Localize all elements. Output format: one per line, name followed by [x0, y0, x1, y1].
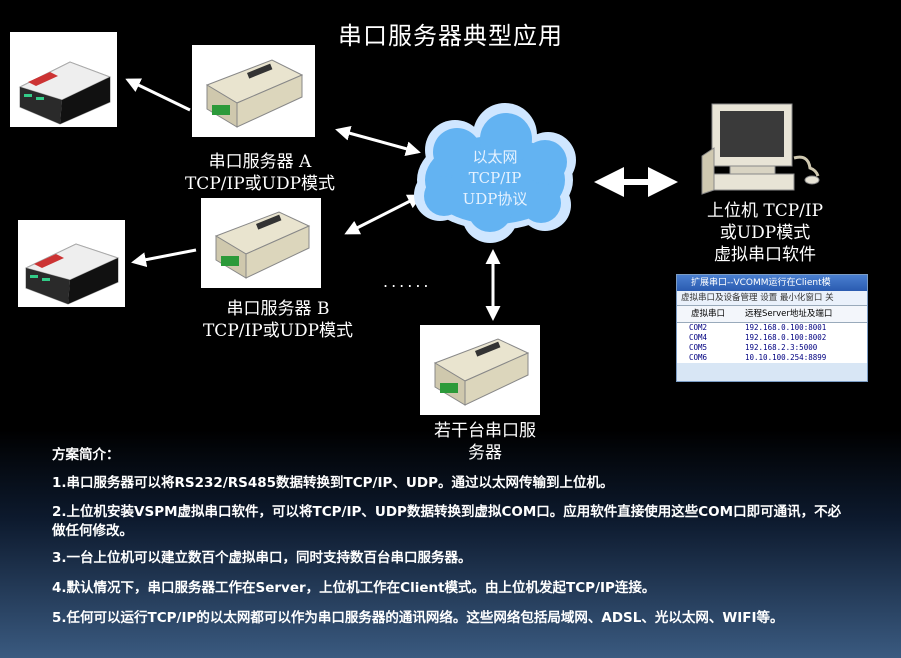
host-computer-icon [700, 96, 828, 196]
vspm-software-window: 扩展串口--VCOMM运行在Client模 虚拟串口及设备管理 设置 最小化窗口… [676, 274, 868, 382]
summary-point-5: 5.任何可以运行TCP/IP的以太网都可以作为串口服务器的通讯网络。这些网络包括… [52, 610, 784, 626]
cloud-label-line3: UDP协议 [462, 190, 528, 208]
arrow-server-b-to-device-b [131, 248, 197, 268]
serial-server-a-image [192, 45, 315, 137]
server-a-caption-line2: TCP/IP或UDP模式 [184, 174, 336, 194]
server-a-caption: 串口服务器 A TCP/IP或UDP模式 [180, 151, 340, 195]
arrow-server-a-to-cloud [335, 125, 421, 157]
summary-point-4: 4.默认情况下，串口服务器工作在Server，上位机工作在Client模式。由上… [52, 580, 656, 596]
table-row: COM6 10.10.100.254:8899 [677, 353, 867, 363]
page-title: 串口服务器典型应用 [338, 22, 563, 50]
row-addr: 10.10.100.254:8899 [745, 353, 827, 362]
arrow-server-b-to-cloud [344, 194, 423, 235]
summary-heading: 方案简介： [52, 447, 120, 463]
server-a-caption-line1: 串口服务器 A [208, 152, 312, 172]
host-caption-line3: 虚拟串口软件 [714, 245, 816, 265]
server-b-caption: 串口服务器 B TCP/IP或UDP模式 [198, 298, 358, 342]
row-addr: 192.168.2.3:5000 [745, 343, 818, 352]
serial-server-b-image [201, 198, 321, 288]
table-row: COM5 192.168.2.3:5000 [677, 343, 867, 353]
server-b-caption-line2: TCP/IP或UDP模式 [202, 321, 354, 341]
cloud-label: 以太网 TCP/IP UDP协议 [440, 147, 550, 210]
row-port: COM6 [689, 353, 708, 362]
host-caption-line2: 或UDP模式 [719, 223, 811, 243]
row-port: COM4 [689, 333, 708, 342]
cloud-label-line2: TCP/IP [468, 169, 522, 187]
serial-servers-many-image [420, 325, 540, 415]
summary-point-3: 3.一台上位机可以建立数百个虚拟串口，同时支持数百台串口服务器。 [52, 550, 472, 566]
device-b-image [18, 220, 125, 307]
servers-many-caption-line1: 若干台串口服 [434, 421, 536, 441]
summary-point-1: 1.串口服务器可以将RS232/RS485数据转换到TCP/IP、UDP。通过以… [52, 475, 614, 491]
software-window-title: 扩展串口--VCOMM运行在Client模 [677, 275, 867, 291]
column-remote-server: 远程Server地址及端口 [745, 309, 833, 319]
software-table-header: 虚拟串口 远程Server地址及端口 [677, 306, 867, 323]
host-caption-line1: 上位机 TCP/IP [706, 201, 824, 221]
ethernet-cloud [414, 103, 576, 243]
row-port: COM2 [689, 323, 708, 332]
row-addr: 192.168.0.100:8001 [745, 323, 827, 332]
table-row: COM4 192.168.0.100:8002 [677, 333, 867, 343]
row-port: COM5 [689, 343, 708, 352]
more-servers-ellipsis: ...... [383, 272, 432, 291]
servers-many-caption: 若干台串口服 务器 [405, 420, 565, 464]
servers-many-caption-line2: 务器 [468, 443, 502, 463]
arrow-server-a-to-device-a [125, 78, 191, 112]
row-addr: 192.168.0.100:8002 [745, 333, 827, 342]
server-b-caption-line1: 串口服务器 B [226, 299, 330, 319]
device-a-image [10, 32, 117, 127]
cloud-label-line1: 以太网 [472, 148, 518, 166]
software-menu-bar: 虚拟串口及设备管理 设置 最小化窗口 关 [677, 291, 867, 306]
column-virtual-port: 虚拟串口 [691, 309, 726, 319]
host-caption: 上位机 TCP/IP 或UDP模式 虚拟串口软件 [690, 200, 840, 266]
table-row: COM2 192.168.0.100:8001 [677, 323, 867, 333]
summary-point-2: 2.上位机安装VSPM虚拟串口软件，可以将TCP/IP、UDP数据转换到虚拟CO… [52, 504, 842, 539]
